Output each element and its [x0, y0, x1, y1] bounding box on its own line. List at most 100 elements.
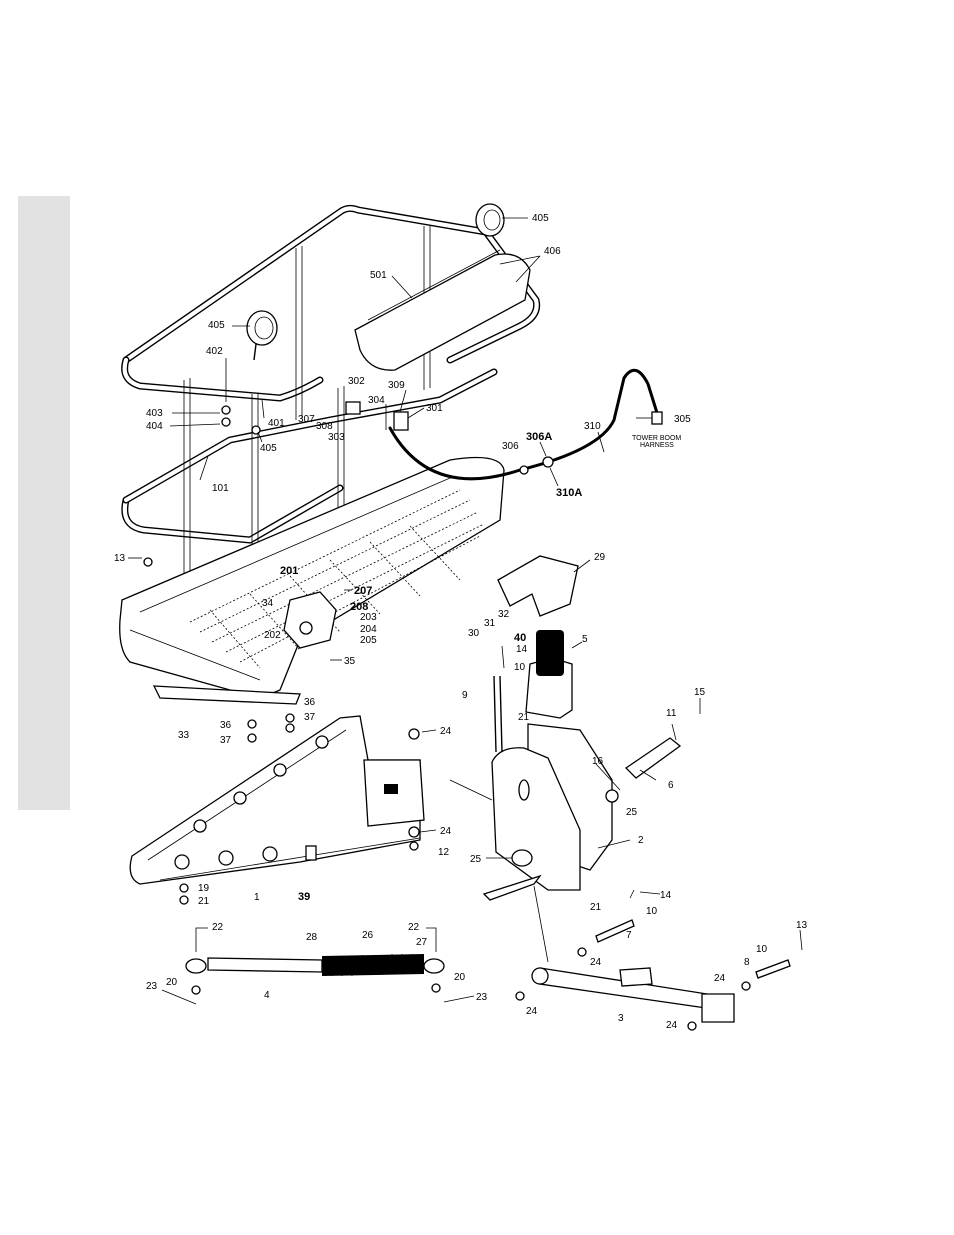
callout-406: 406 [544, 246, 561, 257]
callout-2: 2 [638, 835, 644, 846]
callout-308: 308 [316, 421, 333, 432]
callout-405: 405 [208, 320, 225, 331]
tower-boom-harness-label: HARNESS [640, 442, 674, 449]
callout-302: 302 [348, 376, 365, 387]
callout-306: 306 [502, 441, 519, 452]
callout-402: 402 [206, 346, 223, 357]
callout-33: 33 [178, 730, 190, 741]
leveling-cylinder [186, 954, 444, 976]
callout-11: 11 [666, 708, 677, 719]
callout-204: 204 [360, 624, 377, 635]
pump-cover [498, 556, 578, 616]
callout-21: 21 [198, 896, 210, 907]
callout-403: 403 [146, 408, 163, 419]
foot-switch [284, 592, 336, 648]
callout-9: 9 [462, 690, 468, 701]
callout-310A: 310A [556, 487, 582, 499]
callout-3: 3 [618, 1013, 624, 1024]
callout-6: 6 [668, 780, 674, 791]
callout-24: 24 [440, 826, 452, 837]
callout-306A: 306A [526, 431, 552, 443]
callout-22: 22 [408, 922, 420, 933]
callout-23: 23 [476, 992, 488, 1003]
callout-201: 201 [280, 565, 298, 577]
callout-202: 202 [264, 630, 281, 641]
callout-8: 8 [744, 957, 750, 968]
callout-304: 304 [368, 395, 385, 406]
callout-4: 4 [264, 990, 270, 1001]
callout-40: 40 [514, 632, 526, 644]
callout-25: 25 [470, 854, 482, 865]
callout-309: 309 [388, 380, 405, 391]
callout-10: 10 [756, 944, 768, 955]
callout-1: 1 [254, 892, 260, 903]
callout-405: 405 [532, 213, 549, 224]
callout-12: 12 [438, 847, 450, 858]
callout-310: 310 [584, 421, 601, 432]
callout-15: 15 [694, 687, 706, 698]
callout-305: 305 [674, 414, 691, 425]
callout-501: 501 [370, 270, 387, 281]
callout-101: 101 [212, 483, 229, 494]
callout-14: 14 [660, 890, 672, 901]
callout-35: 35 [344, 656, 356, 667]
callout-13: 13 [796, 920, 808, 931]
callout-31: 31 [484, 618, 496, 629]
callout-37: 37 [220, 735, 232, 746]
pivot-pin-6 [626, 738, 680, 778]
callout-203: 203 [360, 612, 377, 623]
callout-24: 24 [714, 973, 726, 984]
callout-27: 27 [416, 937, 428, 948]
rotator-plate [484, 724, 612, 900]
callout-20: 20 [166, 977, 178, 988]
callout-21: 21 [590, 902, 602, 913]
work-light-top [476, 204, 504, 236]
callout-207: 207 [354, 585, 372, 597]
lift-cylinder [532, 968, 734, 1022]
callout-10: 10 [646, 906, 658, 917]
callout-20: 20 [454, 972, 466, 983]
callout-23: 23 [146, 981, 158, 992]
pivot-pin-9 [494, 676, 502, 752]
boom-arm [130, 716, 424, 884]
callout-24: 24 [526, 1006, 538, 1017]
callout-26: 26 [362, 930, 374, 941]
callout-36: 36 [220, 720, 232, 731]
callout-16: 16 [592, 756, 604, 767]
callout-25: 25 [626, 807, 638, 818]
callout-32: 32 [498, 609, 510, 620]
callout-401: 401 [268, 418, 285, 429]
callout-205: 205 [360, 635, 377, 646]
cylinder-boot [322, 954, 424, 976]
callout-21: 21 [518, 712, 530, 723]
callout-404: 404 [146, 421, 163, 432]
callout-405: 405 [260, 443, 277, 454]
tower-boom-harness-label: TOWER BOOM [632, 435, 681, 442]
work-light-left [247, 311, 277, 360]
callout-30: 30 [468, 628, 480, 639]
callout-28: 28 [306, 932, 318, 943]
callout-5: 5 [582, 634, 588, 645]
callout-13: 13 [114, 553, 126, 564]
callout-10: 10 [514, 662, 526, 673]
callout-301: 301 [426, 403, 443, 414]
callout-24: 24 [666, 1020, 678, 1031]
callout-307: 307 [298, 414, 315, 425]
basket-floor [120, 458, 504, 695]
callout-39: 39 [298, 891, 310, 903]
callout-34: 34 [262, 598, 274, 609]
callout-303: 303 [328, 432, 345, 443]
pin-8 [756, 960, 790, 978]
callout-36: 36 [304, 697, 316, 708]
callout-22: 22 [212, 922, 224, 933]
callout-19: 19 [198, 883, 210, 894]
callout-24: 24 [590, 957, 602, 968]
harness-connector [652, 412, 662, 424]
callout-7: 7 [626, 930, 632, 941]
callout-37: 37 [304, 712, 316, 723]
pump-motor [526, 630, 572, 718]
callout-24: 24 [440, 726, 452, 737]
callout-14: 14 [516, 644, 528, 655]
callout-29: 29 [594, 552, 606, 563]
